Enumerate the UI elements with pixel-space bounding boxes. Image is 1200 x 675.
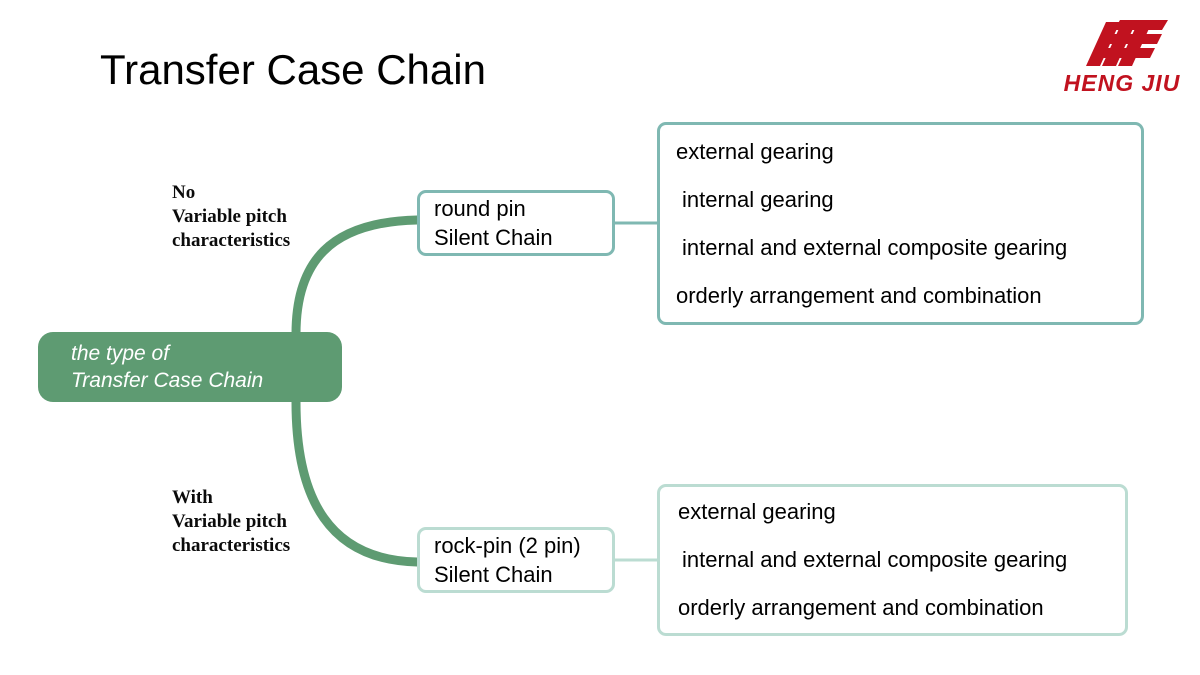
list-item: orderly arrangement and combination	[678, 595, 1044, 620]
branch-label-line-2: Variable pitch	[172, 511, 287, 532]
node-rock-pin-silent-chain[interactable]: rock-pin (2 pin) Silent Chain	[417, 527, 615, 593]
detail-list-round-pin[interactable]: external gearing internal gearing intern…	[657, 122, 1144, 325]
branch-label-line-1: With	[172, 487, 213, 508]
hengjiu-wing-mark-icon	[1086, 20, 1168, 66]
node-line-1: rock-pin (2 pin)	[434, 533, 581, 558]
detail-list-rock-pin[interactable]: external gearing internal and external c…	[657, 484, 1128, 636]
branch-label-line-2: Variable pitch	[172, 206, 287, 227]
node-round-pin-silent-chain[interactable]: round pin Silent Chain	[417, 190, 615, 256]
branch-label-line-3: characteristics	[172, 535, 291, 556]
page-title: Transfer Case Chain	[100, 46, 486, 93]
logo-wordmark: HENG JIU	[1063, 70, 1181, 96]
list-item: external gearing	[676, 138, 834, 164]
branch-label-no-variable-pitch: No Variable pitch characteristics	[172, 181, 290, 253]
list-item: external gearing	[678, 499, 836, 524]
root-node-line-2: Transfer Case Chain	[71, 369, 264, 392]
root-node-line-1: the type of	[71, 342, 170, 365]
list-item: internal and external composite gearing	[682, 547, 1068, 572]
node-line-2: Silent Chain	[434, 225, 553, 250]
list-item: internal and external composite gearing	[682, 234, 1068, 260]
node-line-1: round pin	[434, 196, 526, 221]
company-logo: HENG JIU	[1058, 16, 1186, 102]
branch-label-line-1: No	[172, 182, 196, 203]
connector-root-to-round-pin	[291, 215, 422, 339]
root-node-transfer-case-chain[interactable]: the type of Transfer Case Chain	[38, 332, 342, 402]
list-item: internal gearing	[682, 186, 834, 212]
connector-root-to-rock-pin	[291, 397, 422, 567]
list-item: orderly arrangement and combination	[676, 282, 1042, 308]
node-line-2: Silent Chain	[434, 562, 553, 587]
branch-label-with-variable-pitch: With Variable pitch characteristics	[172, 486, 290, 558]
branch-label-line-3: characteristics	[172, 230, 291, 251]
